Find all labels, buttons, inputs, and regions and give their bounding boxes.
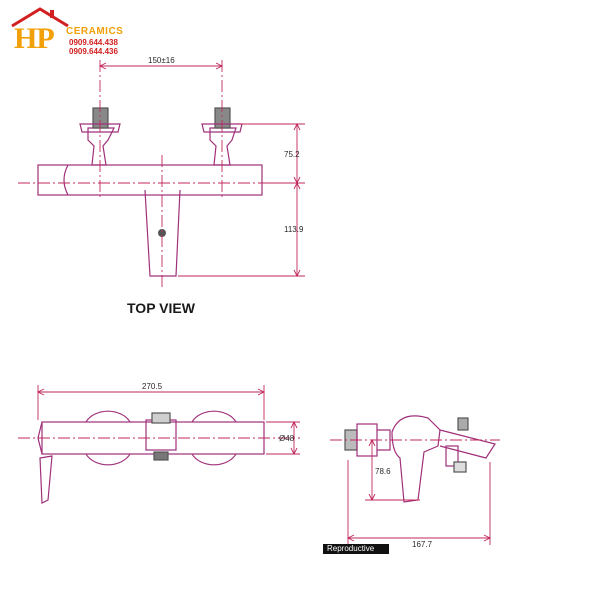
dim-depth-lower-label: 113.9 bbox=[284, 225, 304, 234]
front-view-lever bbox=[39, 455, 53, 504]
logo-subtitle: CERAMICS bbox=[66, 26, 124, 37]
logo-hp-text: HP bbox=[14, 22, 55, 55]
front-view bbox=[37, 410, 265, 504]
dim-length-label: 270.5 bbox=[142, 382, 163, 391]
dim-height-label: 78.6 bbox=[375, 467, 391, 476]
house-roof-icon bbox=[11, 7, 69, 28]
side-view-body bbox=[391, 415, 441, 503]
top-view-body bbox=[37, 164, 263, 196]
dim-depth-upper-label: 75.2 bbox=[284, 150, 300, 159]
top-view bbox=[37, 107, 263, 277]
dim-diameter-label: Ø48 bbox=[279, 434, 295, 443]
logo-phone-2: 0909.644.436 bbox=[69, 47, 118, 56]
dim-depth-label: 167.7 bbox=[412, 540, 433, 549]
left-connector bbox=[87, 127, 115, 166]
top-view-spout bbox=[144, 189, 181, 277]
right-connector bbox=[209, 127, 237, 166]
caption-tag: Reproductive bbox=[323, 544, 389, 554]
side-view bbox=[344, 415, 496, 503]
top-view-title: TOP VIEW bbox=[127, 300, 195, 316]
side-view-spout bbox=[439, 429, 496, 459]
dim-spacing-label: 150±16 bbox=[148, 56, 175, 65]
brand-logo: HP CERAMICS 0909.644.438 0909.644.436 bbox=[6, 6, 130, 56]
logo-phone-1: 0909.644.438 bbox=[69, 38, 118, 47]
